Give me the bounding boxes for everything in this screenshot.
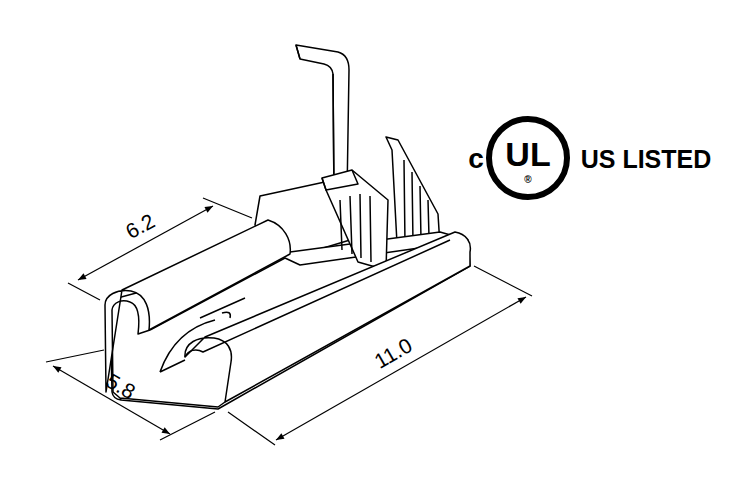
logo-text: c bbox=[468, 145, 484, 173]
dimension-value: 5.8 bbox=[103, 370, 139, 403]
logo-ring bbox=[489, 119, 567, 197]
dimension-value: 6.2 bbox=[122, 210, 158, 242]
registered-mark: ® bbox=[524, 175, 531, 185]
dimension-line bbox=[78, 206, 213, 280]
extension-line bbox=[46, 350, 215, 440]
logo-letters: UL bbox=[505, 137, 550, 171]
ul-logo: UL ® bbox=[485, 115, 571, 201]
rolled-edge bbox=[105, 220, 290, 392]
flag-tab-side bbox=[296, 45, 334, 198]
crimp-rib bbox=[322, 170, 371, 262]
crimp-rib bbox=[404, 160, 429, 245]
dimension-line bbox=[53, 366, 170, 434]
crimp-wing bbox=[322, 170, 388, 270]
logo-text: US LISTED bbox=[581, 147, 712, 172]
extension-line bbox=[68, 198, 252, 300]
detent-hole bbox=[222, 312, 230, 318]
extension-line bbox=[228, 266, 532, 445]
dimension-line bbox=[276, 297, 526, 440]
dimension-value: 11.0 bbox=[371, 334, 416, 372]
